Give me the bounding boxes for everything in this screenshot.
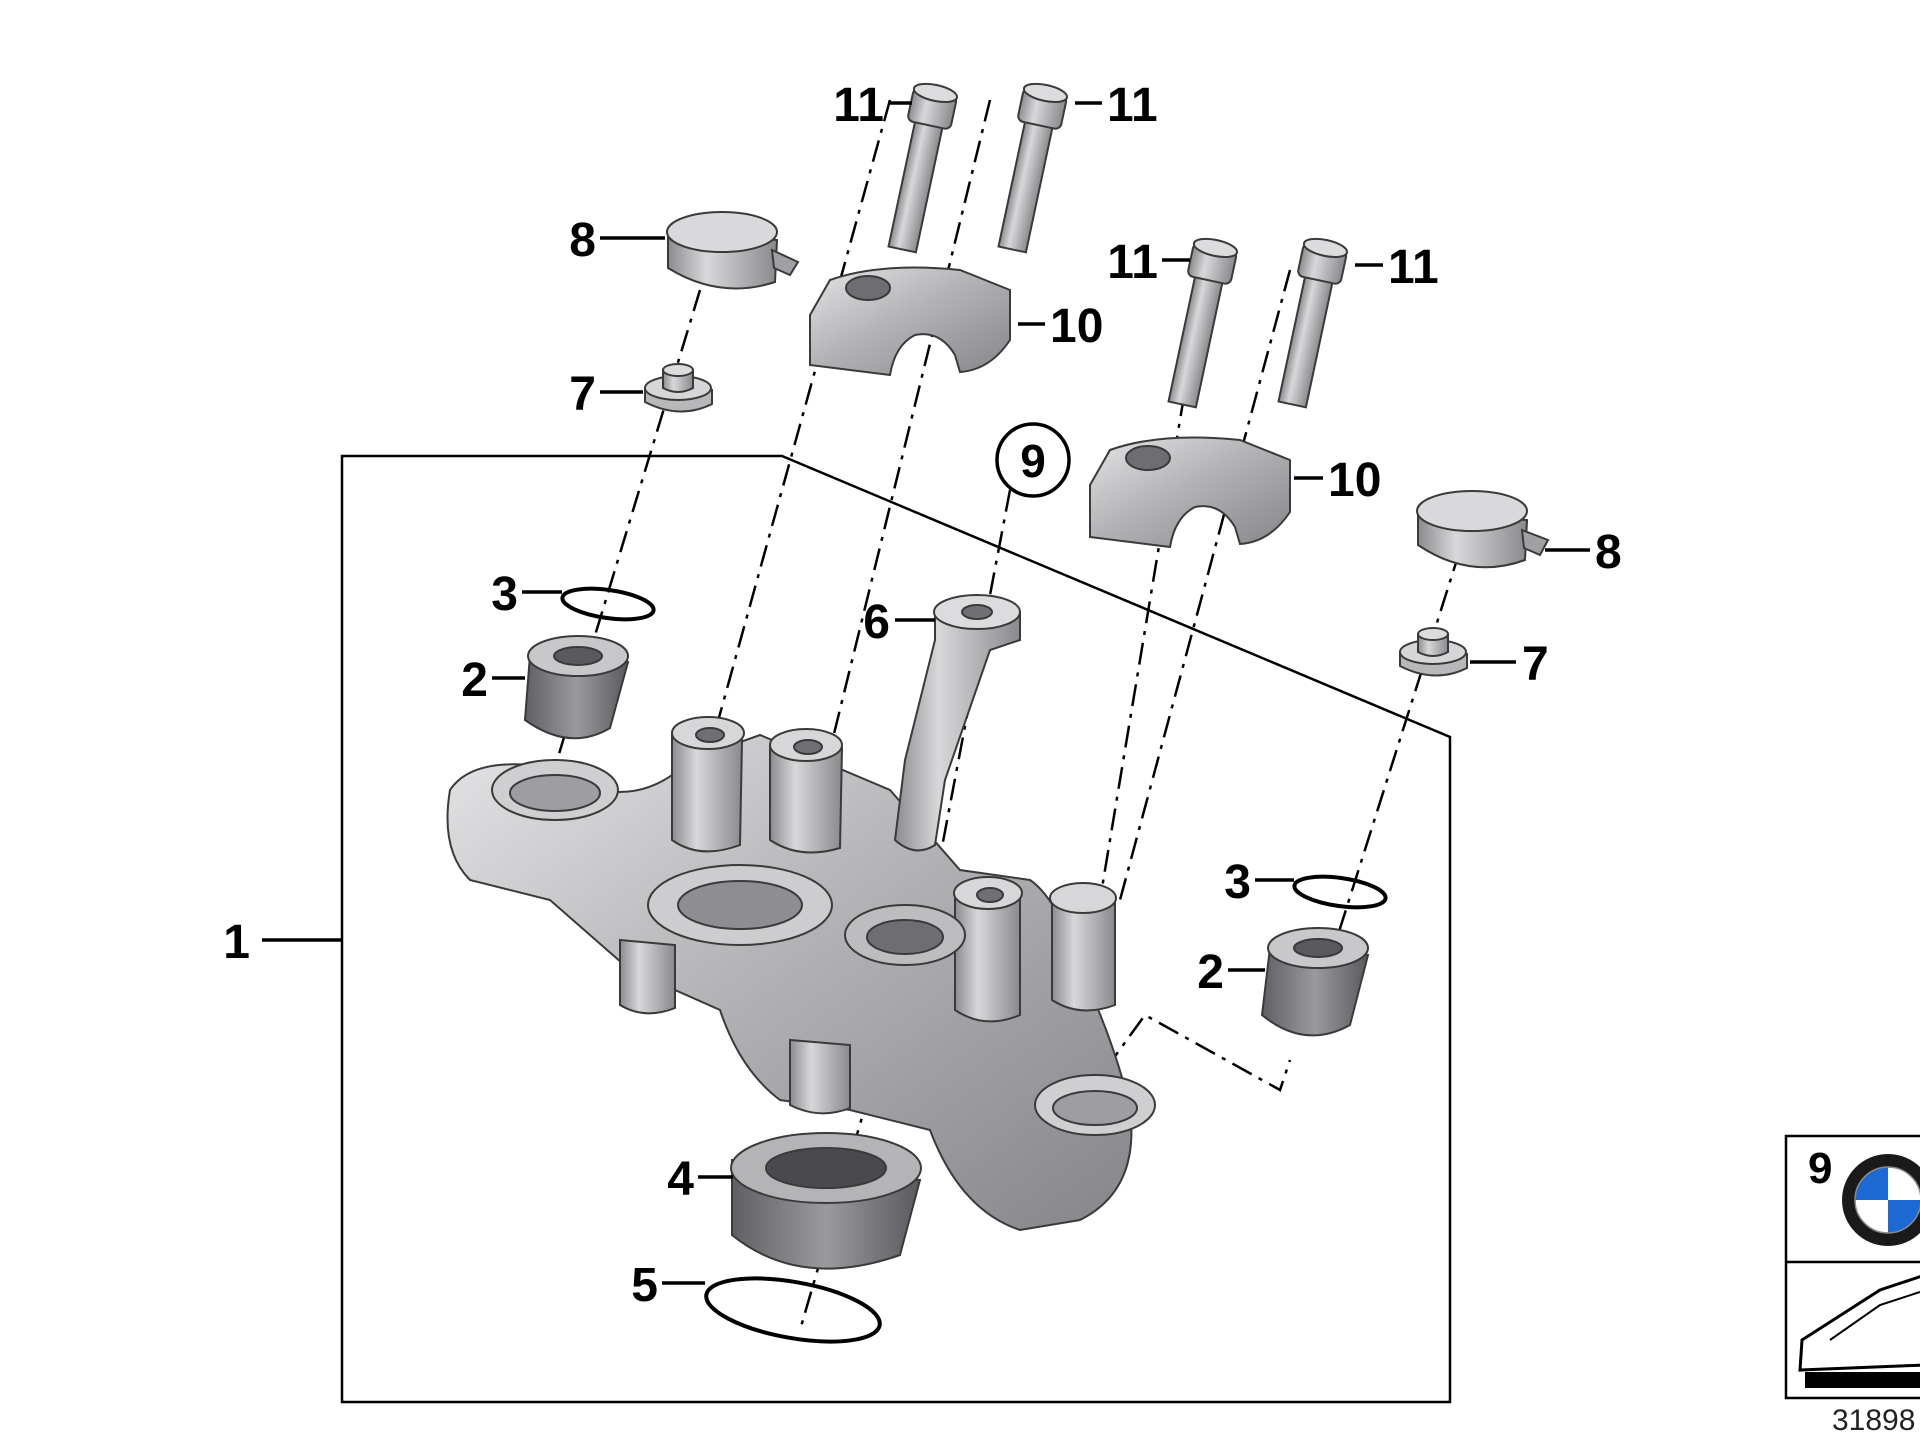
label-bolt-1: 11 bbox=[833, 79, 884, 132]
nut-left bbox=[644, 363, 713, 413]
triple-clamp-body bbox=[446, 716, 1156, 1232]
bearing bbox=[730, 1132, 922, 1270]
label-clamp-right: 10 bbox=[1328, 454, 1381, 507]
kit-marker: 9 bbox=[995, 422, 1071, 498]
label-bushing-right: 2 bbox=[1197, 946, 1224, 999]
bmw-logo-icon bbox=[1842, 1154, 1920, 1246]
cap-right bbox=[1416, 490, 1550, 569]
leader-lines bbox=[262, 101, 1590, 1285]
bushing-right bbox=[1260, 927, 1370, 1037]
label-bolt-4: 11 bbox=[1388, 241, 1439, 294]
label-bolt-3: 11 bbox=[1107, 236, 1158, 289]
label-assembly: 1 bbox=[223, 916, 250, 969]
label-pivot-pin: 6 bbox=[863, 596, 890, 649]
label-cap-left: 8 bbox=[569, 214, 596, 267]
nut-right bbox=[1399, 627, 1468, 677]
assembly-frame bbox=[340, 454, 1452, 1404]
oring-left bbox=[560, 586, 656, 622]
label-nut-left: 7 bbox=[569, 368, 596, 421]
label-cap-right: 8 bbox=[1595, 526, 1622, 579]
label-ring-lower: 5 bbox=[631, 1259, 658, 1312]
bolts bbox=[887, 82, 1349, 409]
legend-box: 9 bbox=[1784, 1134, 1920, 1400]
bushing-left bbox=[523, 635, 630, 740]
reference-number: 31898 bbox=[1832, 1404, 1915, 1437]
ruler-icon bbox=[1798, 1275, 1920, 1388]
label-nut-right: 7 bbox=[1522, 638, 1549, 691]
label-oring-right: 3 bbox=[1224, 856, 1251, 909]
oring-right bbox=[1292, 874, 1388, 910]
clamp-left bbox=[809, 266, 1011, 377]
label-clamp-left: 10 bbox=[1050, 300, 1103, 353]
clamp-right bbox=[1089, 436, 1291, 549]
ring-lower bbox=[704, 1276, 882, 1344]
label-oring-left: 3 bbox=[491, 568, 518, 621]
label-bearing: 4 bbox=[667, 1153, 694, 1206]
svg-text:9: 9 bbox=[1020, 435, 1046, 487]
label-bolt-2: 11 bbox=[1107, 79, 1158, 132]
legend-kit-number: 9 bbox=[1808, 1144, 1832, 1193]
label-bushing-left: 2 bbox=[461, 654, 488, 707]
cap-left bbox=[666, 211, 800, 290]
pivot-pin bbox=[893, 594, 1021, 852]
